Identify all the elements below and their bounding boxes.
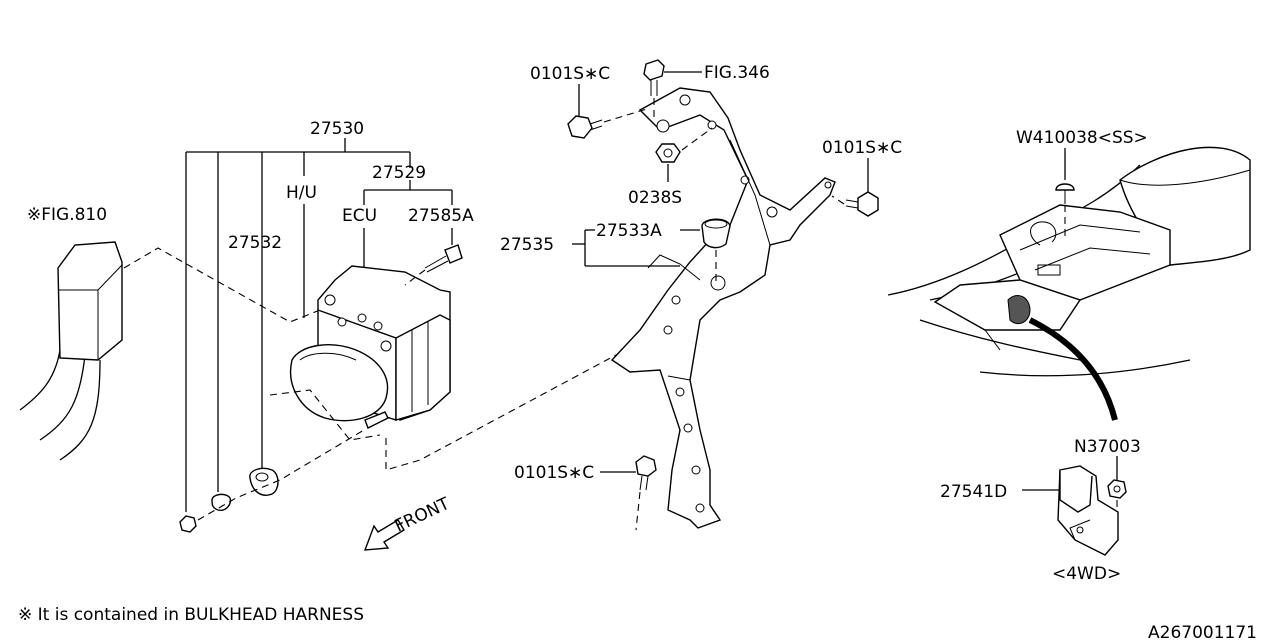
bolt-0101sc-top [567,84,651,139]
label-0101sc-bottom: 0101S∗C [514,463,594,483]
harness-cable [1007,295,1118,421]
bolt-0101sc-bottom [600,455,657,531]
label-fig346: FIG.346 [704,63,770,83]
mount-grommet-27532 [249,467,279,496]
label-front: FRONT [392,494,454,537]
clip-w410038 [1055,148,1075,238]
g-sensor-27541d [1022,465,1119,556]
grommet-27533a [701,218,731,285]
footnote: ※ It is contained in BULKHEAD HARNESS [18,605,364,625]
label-27530: 27530 [310,119,364,139]
bolt-fig346 [643,59,702,118]
front-arrow-icon [363,519,405,551]
nut [179,515,197,533]
abs-hydraulic-unit [269,265,723,471]
label-27541d: 27541D [940,482,1007,502]
label-ecu: ECU [342,206,377,226]
nut-0238s [655,127,713,182]
label-0238s: 0238S [628,188,682,208]
label-0101sc-right: 0101S∗C [822,138,902,158]
bolt-0101sc-right [831,158,879,217]
bracket-leader-lines [572,229,700,267]
bolt-27585a [404,244,463,286]
label-4wd: <4WD> [1052,564,1121,584]
diagram-ref-code: A267001171 [1148,623,1257,640]
label-27585a: 27585A [408,206,474,226]
label-27535: 27535 [500,235,554,255]
label-n37003: N37003 [1074,437,1141,457]
abs-mounting-bracket [610,87,836,529]
bulkhead-harness-connector [19,241,346,461]
label-27533a: 27533A [596,221,662,241]
center-console [887,146,1251,377]
label-hu: H/U [286,183,317,203]
label-fig810: ※FIG.810 [27,205,107,225]
label-27529: 27529 [372,163,426,183]
collar [211,493,232,512]
nut-n37003 [1107,456,1127,512]
abs-leader-lines [185,138,453,512]
label-27532: 27532 [228,233,282,253]
label-w410038: W410038<SS> [1016,128,1148,148]
label-0101sc-top: 0101S∗C [530,64,610,84]
